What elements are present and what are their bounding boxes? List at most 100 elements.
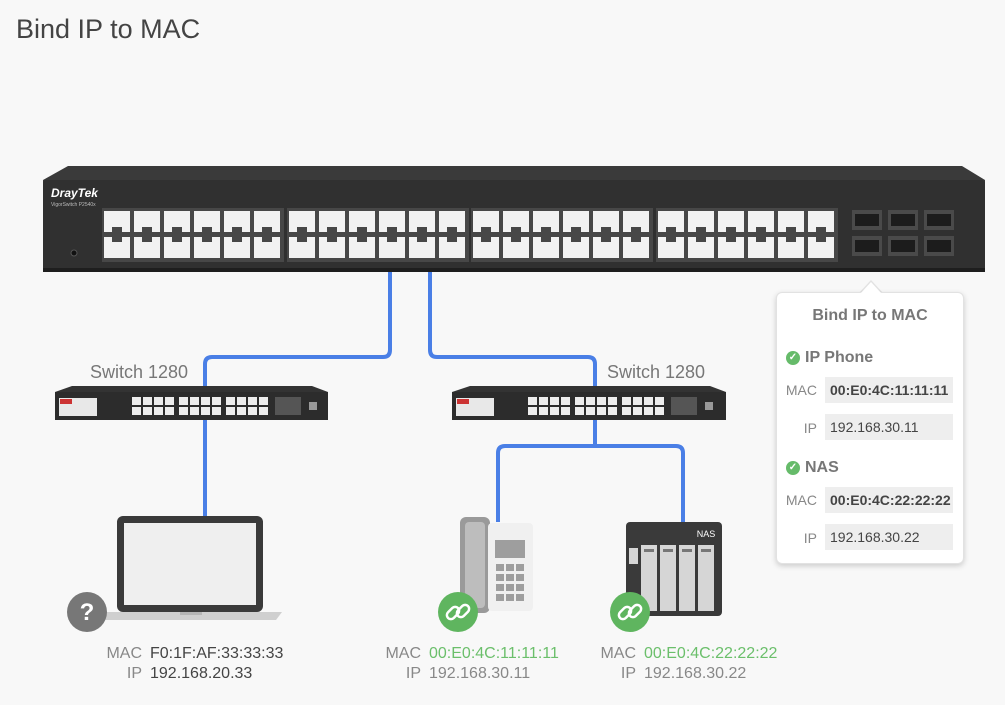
check-icon: ✓ bbox=[786, 351, 800, 365]
switch-port bbox=[586, 407, 595, 415]
switch-port bbox=[622, 397, 631, 405]
ethernet-port bbox=[104, 237, 130, 258]
ethernet-port bbox=[134, 237, 160, 258]
switch-port bbox=[575, 397, 584, 405]
switch-port bbox=[154, 397, 163, 405]
switch-port bbox=[608, 397, 617, 405]
popup-mac-key: MAC bbox=[785, 492, 817, 508]
popup-mac-key: MAC bbox=[785, 382, 817, 398]
ethernet-port bbox=[289, 211, 315, 232]
switch-port bbox=[201, 407, 210, 415]
switch-port bbox=[622, 407, 631, 415]
switch-right bbox=[452, 386, 726, 420]
popup-mac-value: 00:E0:4C:11:11:11 bbox=[825, 377, 953, 403]
switch-port bbox=[143, 397, 152, 405]
ethernet-port bbox=[164, 211, 190, 232]
question-icon: ? bbox=[67, 592, 107, 632]
switch-port bbox=[154, 407, 163, 415]
popup-ip-key: IP bbox=[803, 420, 817, 436]
ethernet-port bbox=[439, 237, 465, 258]
popup-device-ip-phone: ✓ IP Phone bbox=[786, 349, 873, 367]
binding-popup: Bind IP to MAC ✓ IP Phone MAC 00:E0:4C:1… bbox=[776, 292, 964, 564]
phone-mac-key: MAC bbox=[385, 645, 421, 662]
phone-mac-value: 00:E0:4C:11:11:11 bbox=[429, 645, 559, 662]
ethernet-port bbox=[134, 211, 160, 232]
switch-port bbox=[550, 407, 559, 415]
ethernet-port bbox=[349, 211, 375, 232]
main-switch-ports bbox=[102, 208, 838, 262]
switch-port bbox=[179, 407, 188, 415]
ethernet-port bbox=[439, 211, 465, 232]
switch-port bbox=[132, 397, 141, 405]
ethernet-port bbox=[623, 237, 649, 258]
switch-right-ports bbox=[528, 397, 713, 415]
popup-device-name: IP Phone bbox=[805, 349, 874, 366]
nas-label: NAS bbox=[697, 529, 716, 539]
ethernet-port bbox=[593, 211, 619, 232]
switch-port bbox=[608, 407, 617, 415]
ethernet-port bbox=[718, 237, 744, 258]
ethernet-port bbox=[778, 237, 804, 258]
switch-port bbox=[633, 397, 642, 405]
ethernet-port bbox=[778, 211, 804, 232]
switch-port bbox=[561, 397, 570, 405]
nas-bay bbox=[641, 545, 657, 611]
switch-port bbox=[586, 397, 595, 405]
page-title: Bind IP to MAC bbox=[16, 14, 201, 44]
switch-port bbox=[132, 407, 141, 415]
laptop-mac-value: F0:1F:AF:33:33:33 bbox=[150, 645, 284, 662]
ethernet-port bbox=[658, 237, 684, 258]
switch-port bbox=[597, 407, 606, 415]
switch-port bbox=[561, 407, 570, 415]
ethernet-port bbox=[748, 211, 774, 232]
nas-bay bbox=[698, 545, 714, 611]
ethernet-port bbox=[254, 237, 280, 258]
ethernet-port bbox=[688, 211, 714, 232]
switch-port bbox=[575, 407, 584, 415]
ethernet-port bbox=[164, 237, 190, 258]
switch-left-ports bbox=[132, 397, 317, 415]
nas-bay bbox=[679, 545, 695, 611]
cables bbox=[203, 272, 685, 522]
ethernet-port bbox=[718, 211, 744, 232]
ethernet-port bbox=[409, 237, 435, 258]
phone-ip-key: IP bbox=[405, 665, 421, 682]
switch-port bbox=[539, 407, 548, 415]
switch-port bbox=[165, 407, 174, 415]
ethernet-port bbox=[688, 237, 714, 258]
popup-arrow-inner bbox=[860, 282, 882, 294]
check-icon: ✓ bbox=[786, 461, 800, 475]
ip-phone-device bbox=[460, 517, 533, 613]
laptop-mac-key: MAC bbox=[106, 645, 142, 662]
laptop-ip-value: 192.168.20.33 bbox=[150, 665, 253, 682]
ethernet-port bbox=[563, 237, 589, 258]
popup-ip-key: IP bbox=[803, 530, 817, 546]
switch-port bbox=[259, 397, 268, 405]
model-label: VigorSwitch P2540x bbox=[51, 202, 96, 208]
ethernet-port bbox=[224, 211, 250, 232]
switch-port bbox=[528, 397, 537, 405]
ethernet-port bbox=[503, 237, 529, 258]
nas-mac-key: MAC bbox=[600, 645, 636, 662]
ethernet-port bbox=[104, 211, 130, 232]
ethernet-port bbox=[808, 211, 834, 232]
ethernet-port bbox=[533, 211, 559, 232]
switch-port bbox=[190, 397, 199, 405]
switch-port bbox=[597, 397, 606, 405]
ethernet-port bbox=[224, 237, 250, 258]
laptop-ip-key: IP bbox=[126, 665, 142, 682]
ethernet-port bbox=[289, 237, 315, 258]
cable-switch-right-to-phone-nas bbox=[496, 420, 685, 522]
link-icon bbox=[610, 592, 650, 632]
ethernet-port bbox=[349, 237, 375, 258]
popup-mac-value: 00:E0:4C:22:22:22 bbox=[825, 487, 953, 513]
switch-port bbox=[201, 397, 210, 405]
svg-text:?: ? bbox=[80, 599, 95, 626]
switch-port bbox=[226, 397, 235, 405]
switch-port bbox=[655, 397, 664, 405]
switch-left bbox=[55, 386, 328, 420]
ethernet-port bbox=[623, 211, 649, 232]
